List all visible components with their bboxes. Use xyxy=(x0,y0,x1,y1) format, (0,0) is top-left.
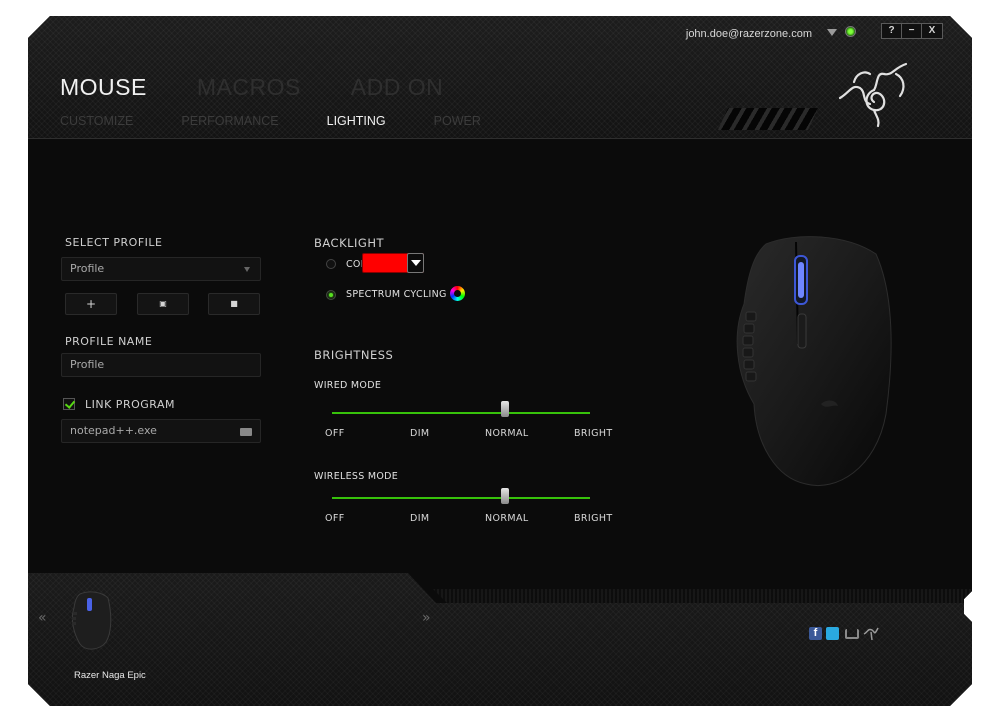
close-button[interactable]: X xyxy=(928,25,936,36)
cart-icon[interactable] xyxy=(845,629,859,639)
subtab-lighting[interactable]: LIGHTING xyxy=(326,114,386,128)
wired-tick-normal: NORMAL xyxy=(485,428,529,439)
spectrum-cycling-label: SPECTRUM CYCLING xyxy=(346,289,447,300)
brightness-heading: BRIGHTNESS xyxy=(314,348,394,362)
wireless-tick-off: OFF xyxy=(325,513,345,524)
backlight-heading: BACKLIGHT xyxy=(314,236,385,250)
header-stripes-decoration xyxy=(718,108,818,130)
tab-add-on[interactable]: ADD ON xyxy=(350,74,444,100)
profile-name-label: PROFILE NAME xyxy=(65,335,153,348)
main-tabs: MOUSE MACROS ADD ON xyxy=(60,74,493,101)
wired-tick-bright: BRIGHT xyxy=(574,428,613,439)
facebook-icon[interactable]: f xyxy=(809,627,822,640)
add-profile-button[interactable]: + xyxy=(65,293,117,315)
previous-device-button[interactable]: « xyxy=(38,610,47,626)
folder-icon[interactable] xyxy=(240,428,252,436)
mouse-illustration xyxy=(736,236,892,486)
app-window: MOUSE MACROS ADD ON CUSTOMIZE PERFORMANC… xyxy=(28,16,972,706)
wired-brightness-track[interactable] xyxy=(332,412,590,414)
select-profile-label: SELECT PROFILE xyxy=(65,236,163,249)
wireless-tick-bright: BRIGHT xyxy=(574,513,613,524)
wireless-mode-label: WIRELESS MODE xyxy=(314,471,399,482)
profile-name-input[interactable]: Profile xyxy=(61,353,261,377)
twitter-icon[interactable] xyxy=(826,627,839,640)
razer-small-icon[interactable] xyxy=(862,624,880,642)
chevron-down-icon xyxy=(244,267,250,272)
profile-select[interactable]: Profile xyxy=(61,257,261,281)
link-program-checkbox[interactable] xyxy=(63,398,75,410)
wireless-brightness-track[interactable] xyxy=(332,497,590,499)
device-name: Razer Naga Epic xyxy=(74,670,146,681)
wireless-tick-dim: DIM xyxy=(410,513,430,524)
sub-tabs: CUSTOMIZE PERFORMANCE LIGHTING POWER xyxy=(60,114,529,128)
header-divider xyxy=(28,138,972,139)
minimize-button[interactable]: − xyxy=(902,24,922,38)
help-button[interactable]: ? xyxy=(882,24,902,38)
subtab-power[interactable]: POWER xyxy=(433,114,481,128)
copy-profile-button[interactable]: ▣ xyxy=(137,293,189,315)
program-path-input[interactable]: notepad++.exe xyxy=(61,419,261,443)
online-status-icon xyxy=(845,26,856,37)
spectrum-icon xyxy=(450,286,465,301)
spectrum-cycling-radio[interactable] xyxy=(326,290,336,300)
next-device-button[interactable]: » xyxy=(422,610,431,626)
razer-logo-icon xyxy=(838,62,908,128)
wired-brightness-thumb[interactable] xyxy=(501,401,509,417)
account-email[interactable]: john.doe@razerzone.com xyxy=(685,28,812,40)
subtab-customize[interactable]: CUSTOMIZE xyxy=(60,114,134,128)
tab-macros[interactable]: MACROS xyxy=(196,74,301,100)
subtab-performance[interactable]: PERFORMANCE xyxy=(181,114,279,128)
color-radio[interactable] xyxy=(326,259,336,269)
color-dropdown-button[interactable] xyxy=(407,253,424,273)
profile-select-value: Profile xyxy=(70,262,105,275)
device-bar-texture xyxy=(433,589,972,603)
program-path-value: notepad++.exe xyxy=(70,424,157,437)
tab-mouse[interactable]: MOUSE xyxy=(60,74,147,100)
wireless-tick-normal: NORMAL xyxy=(485,513,529,524)
header-background xyxy=(28,16,972,139)
device-thumbnail[interactable] xyxy=(66,590,116,652)
wired-tick-off: OFF xyxy=(325,428,345,439)
window-controls: ? − X xyxy=(881,23,943,39)
account-menu-icon[interactable] xyxy=(827,29,837,36)
wired-mode-label: WIRED MODE xyxy=(314,380,382,391)
link-program-label: LINK PROGRAM xyxy=(85,398,175,411)
profile-name-value: Profile xyxy=(70,358,105,371)
wired-tick-dim: DIM xyxy=(410,428,430,439)
delete-profile-button[interactable]: ■ xyxy=(208,293,260,315)
wireless-brightness-thumb[interactable] xyxy=(501,488,509,504)
